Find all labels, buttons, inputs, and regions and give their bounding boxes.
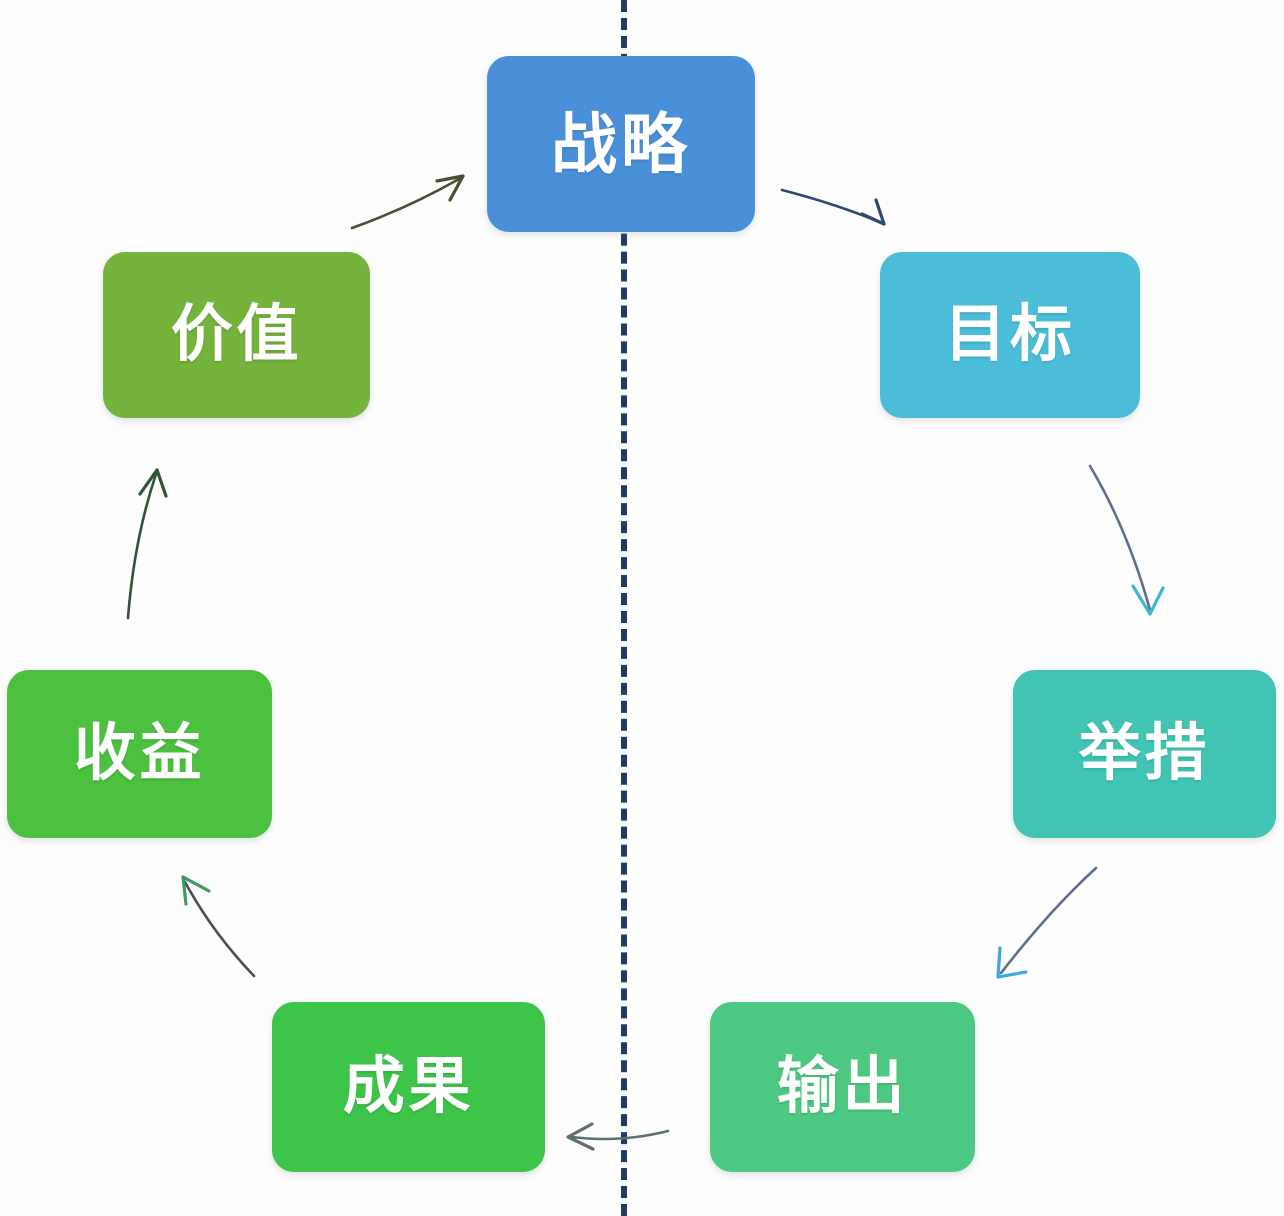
node-result[interactable]: 成果 (272, 1002, 545, 1172)
arrow-result-to-benefit (181, 875, 256, 978)
node-strategy[interactable]: 战略 (487, 56, 755, 232)
node-label-value: 价值 (170, 300, 303, 369)
node-label-result: 成果 (342, 1052, 475, 1121)
arrow-output-to-result (566, 1122, 670, 1151)
arrow-initiative-to-output (996, 866, 1098, 979)
node-benefit[interactable]: 收益 (7, 670, 272, 838)
arrow-goal-to-initiative (1088, 464, 1165, 616)
node-label-strategy: 战略 (551, 107, 691, 181)
node-value[interactable]: 价值 (103, 252, 370, 418)
node-label-goal: 目标 (944, 300, 1076, 369)
arrow-value-to-strategy (350, 174, 465, 230)
vertical-dashed-divider (621, 0, 627, 1216)
node-label-output: 输出 (776, 1052, 909, 1121)
node-output[interactable]: 输出 (710, 1002, 975, 1172)
arrow-strategy-to-goal (780, 188, 886, 226)
node-initiative[interactable]: 举措 (1013, 670, 1276, 838)
node-goal[interactable]: 目标 (880, 252, 1140, 418)
node-label-initiative: 举措 (1078, 719, 1211, 788)
arrow-benefit-to-value (126, 468, 168, 620)
node-label-benefit: 收益 (73, 719, 206, 788)
